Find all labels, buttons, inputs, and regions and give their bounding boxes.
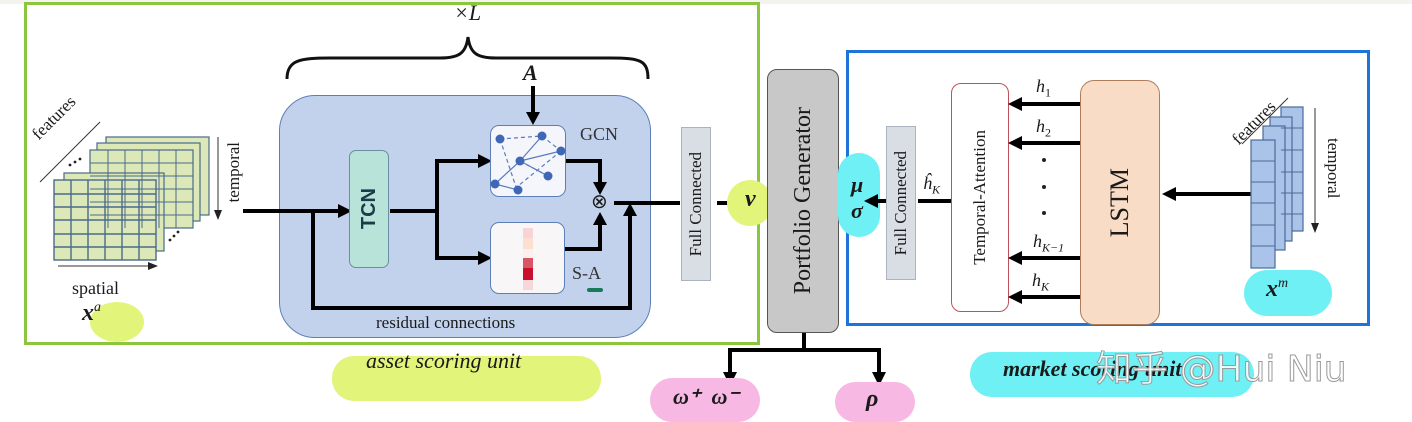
mu-sigma-highlight [838,153,880,237]
market-temporal-arrowhead [1311,223,1319,233]
arrowhead-hK-1 [1008,251,1022,265]
h-hat-label: ĥK [923,173,940,198]
asset-input-x: x [82,300,94,326]
market-features-axis-line [1241,97,1289,145]
arrowhead-residual [623,203,637,216]
temporal-attention-block: Temporal-Attention [951,83,1009,312]
market-input-symbol: xm [1266,276,1288,303]
market-temporal-label: temporal [1324,138,1343,199]
asset-input-highlight [90,302,144,342]
hidden-hK-1: hK−1 [1033,231,1064,256]
tensor-ellipsis [68,157,180,242]
arrowhead-mu-sigma [864,194,878,208]
heat-cell [523,228,533,238]
v-symbol: v [745,186,756,212]
rho-output-label: ρ [866,386,879,412]
temporal-arrowhead [214,210,222,220]
asset-input-sup: a [94,300,101,315]
hidden-h2: h2 [1036,116,1051,141]
h-hat-sym: ĥ [923,173,932,193]
residual-label: residual connections [376,313,516,332]
h-sym: h [1032,270,1041,290]
h-sub: K [1041,279,1050,294]
asset-scoring-frame [24,2,760,345]
spatial-label: spatial [72,278,119,298]
graph-node [537,131,547,141]
arrowhead-h1 [1008,97,1022,111]
adjacency-label: A [523,60,538,85]
tcn-block: TCN [349,150,389,268]
mu-symbol: μ [851,172,864,197]
h-sub: 2 [1045,125,1051,140]
arrowhead-otimes-top [593,182,607,195]
graph-node [543,171,553,181]
h-sub: 1 [1045,85,1051,100]
graph-node [515,156,525,166]
market-unit-label: market scoring unit [1003,356,1182,381]
heat-cell [523,280,533,290]
gcn-label: GCN [580,124,619,144]
tensor-grid-back-lines [90,150,193,228]
market-unit-label-pill [970,352,1254,397]
market-fc-block: Full Connected [886,126,916,280]
h-sym: h [1033,231,1042,251]
graph-node [490,179,500,189]
v-highlight [727,180,773,226]
h-sym: h [1036,76,1045,96]
hidden-ellipsis [1042,158,1046,215]
arrowhead-gcn [478,154,492,168]
graph-node [556,146,566,156]
hidden-h1: h1 [1036,76,1051,101]
heat-cell [523,258,533,268]
h-hat-sub: K [932,182,941,197]
weights-output-label: ω⁺ ω⁻ [673,384,740,409]
weights-output-pill [650,378,760,422]
rho-output-pill [835,382,915,422]
arrowhead-sa [478,251,492,265]
multiply-operator: ⊗ [591,191,608,213]
market-input-x: x [1266,276,1278,302]
asset-input-symbol: xa [82,300,101,327]
h-sym: h [1036,116,1045,136]
asset-unit-label-pill [332,356,601,401]
arrowhead-hK [1008,290,1022,304]
portfolio-generator-block: Portfolio Generator [767,69,839,333]
watermark: 知乎 @Hui Niu [1096,349,1348,391]
asset-fc-block: Full Connected [681,127,711,281]
lstm-block: LSTM [1080,80,1160,325]
heat-cell [523,238,533,249]
sigma-symbol: σ [851,198,863,223]
graph-node [513,185,523,195]
tensor-grid-front [53,179,157,261]
heat-cell [523,249,533,258]
arrowhead-lstm [1162,187,1176,201]
sa-underline-mark [587,288,603,292]
heat-cell [523,268,533,280]
self-attention-label: S-A [572,263,602,283]
arrowhead-adjacency [526,112,540,125]
attention-heat-column [523,228,533,290]
market-input-highlight [1244,270,1332,316]
features-axis-line [39,121,101,183]
h-sub: K−1 [1042,240,1065,255]
arrowhead-tcn [338,204,352,218]
hidden-hK: hK [1032,270,1049,295]
arrowhead-otimes-bottom [593,212,607,225]
market-input-sup: m [1278,276,1289,291]
arrowhead-h2 [1008,136,1022,150]
spatial-arrowhead [148,262,158,270]
graph-node [495,134,505,144]
repeat-label: ×L [454,0,482,25]
asset-unit-label: asset scoring unit [366,348,522,373]
